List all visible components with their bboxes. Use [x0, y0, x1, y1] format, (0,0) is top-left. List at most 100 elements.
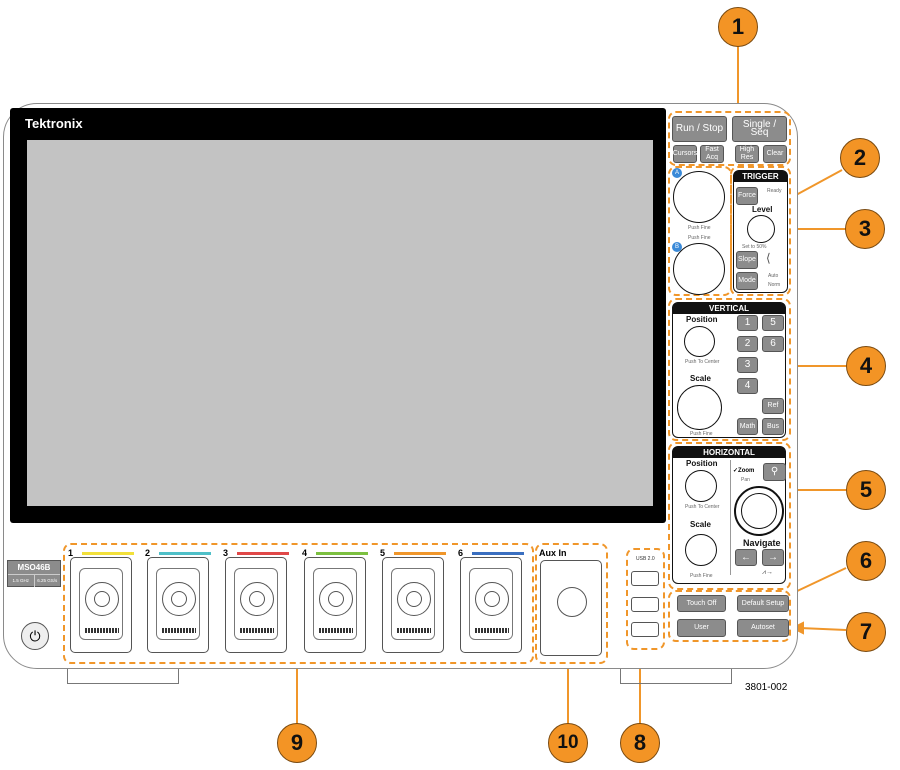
push-label: Push: [685, 359, 697, 365]
callout-6: 6: [846, 541, 886, 581]
horizontal-position-label: Position: [686, 459, 718, 468]
fine-label: Fine: [700, 225, 711, 231]
probe-contacts-icon: [397, 628, 431, 633]
trigger-mode-norm: Norm: [768, 282, 781, 288]
channel-6-input-connector[interactable]: [460, 557, 522, 653]
power-button[interactable]: ⏻: [21, 622, 49, 650]
bnc-connector-icon: [397, 582, 431, 616]
channel-2-input-connector[interactable]: [147, 557, 209, 653]
left-foot: [67, 667, 179, 684]
ref-button[interactable]: Ref: [762, 398, 784, 414]
vertical-position-knob[interactable]: [684, 326, 715, 357]
channel-4-button[interactable]: 4: [737, 378, 758, 394]
bandwidth-label: 1.5 GHz: [8, 575, 35, 587]
bnc-connector-icon: [85, 582, 119, 616]
channel-6-color-bar: [472, 552, 524, 555]
usb-port-2[interactable]: [631, 597, 659, 612]
channel-inputs-group: [63, 543, 534, 664]
channel-3-button[interactable]: 3: [737, 357, 758, 373]
bus-button[interactable]: Bus: [762, 418, 784, 435]
push-label: Push: [690, 431, 702, 437]
navigate-right-button[interactable]: →: [762, 549, 784, 566]
touchscreen-display[interactable]: [27, 140, 653, 506]
vertical-scale-label: Scale: [690, 374, 711, 383]
callout-1: 1: [718, 7, 758, 47]
power-icon: ⏻: [29, 627, 41, 644]
figure-id: 3801-002: [745, 682, 788, 693]
push-label: Push: [690, 573, 702, 579]
usb-port-3[interactable]: [631, 622, 659, 637]
usb-port-1[interactable]: [631, 571, 659, 586]
run-stop-button[interactable]: Run / Stop: [672, 116, 727, 142]
callout-2: 2: [840, 138, 880, 178]
channel-5-input-connector[interactable]: [382, 557, 444, 653]
arrow-right-icon: →: [768, 551, 778, 563]
multipurpose-knob-b[interactable]: [673, 243, 725, 295]
horizontal-position-knob[interactable]: [685, 470, 717, 502]
vertical-scale-knob[interactable]: [677, 385, 722, 430]
callout-5: 5: [846, 470, 886, 510]
probe-contacts-icon: [85, 628, 119, 633]
push-label: Push: [688, 225, 700, 231]
channel-1-input-connector[interactable]: [70, 557, 132, 653]
probe-contacts-icon: [475, 628, 509, 633]
trigger-ready-indicator: Ready: [767, 188, 782, 194]
channel-4-input-connector[interactable]: [304, 557, 366, 653]
callout-10: 10: [548, 723, 588, 763]
fine-label: Fine: [702, 573, 713, 579]
clear-button[interactable]: Clear: [763, 145, 787, 163]
magnifier-icon: ⚲: [770, 466, 779, 477]
fine-label: Fine: [700, 235, 711, 241]
slope-button[interactable]: Slope: [736, 251, 758, 269]
channel-1-button[interactable]: 1: [737, 315, 758, 331]
channel-1-label: 1: [68, 548, 74, 558]
horizontal-to-center-label: Push To Center: [685, 504, 719, 510]
channel-2-button[interactable]: 2: [737, 336, 758, 352]
navigate-left-button[interactable]: ←: [735, 549, 757, 566]
channel-5-button[interactable]: 5: [762, 315, 784, 331]
channel-5-color-bar: [394, 552, 446, 555]
zoom-label: Zoom: [738, 468, 755, 474]
probe-interface-outline: [234, 568, 278, 640]
knob-a-badge: A: [672, 168, 682, 178]
aux-in-label: Aux In: [539, 548, 567, 558]
trigger-set50-label: Set to 50%: [742, 244, 767, 250]
multipurpose-knob-a[interactable]: [673, 171, 725, 223]
slope-icon: ⟨: [766, 251, 771, 265]
autoset-button[interactable]: Autoset: [737, 619, 789, 637]
channel-3-color-bar: [237, 552, 289, 555]
probe-interface-outline: [469, 568, 513, 640]
channel-3-label: 3: [223, 548, 229, 558]
channel-3-input-connector[interactable]: [225, 557, 287, 653]
vertical-fine-label: Push Fine: [690, 431, 713, 437]
fast-acq-button[interactable]: Fast Acq: [700, 145, 724, 163]
arrow-left-icon: ←: [741, 551, 751, 563]
channel-6-button[interactable]: 6: [762, 336, 784, 352]
trigger-mode-auto: Auto: [768, 273, 779, 279]
default-setup-button[interactable]: Default Setup: [737, 595, 789, 612]
model-name: MSO46B: [17, 563, 51, 572]
model-badge: MSO46B 1.5 GHz 6.25 GS/s: [7, 560, 61, 587]
math-button[interactable]: Math: [737, 418, 758, 435]
horizontal-scale-knob[interactable]: [685, 534, 717, 566]
touch-off-button[interactable]: Touch Off: [677, 595, 726, 612]
aux-in-connector[interactable]: [540, 560, 602, 656]
high-res-button[interactable]: High Res: [735, 145, 759, 163]
probe-contacts-icon: [319, 628, 353, 633]
knob-a-push-fine: Push Fine: [688, 225, 711, 231]
callout-4: 4: [846, 346, 886, 386]
force-trigger-button[interactable]: Force: [736, 187, 758, 205]
navigate-knob-outer[interactable]: [734, 486, 784, 536]
trigger-level-knob[interactable]: [747, 215, 775, 243]
trigger-title: TRIGGER: [734, 171, 787, 182]
horizontal-scale-label: Scale: [690, 520, 711, 529]
vertical-title: VERTICAL: [673, 303, 785, 314]
single-seq-button[interactable]: Single / Seq: [732, 116, 787, 142]
user-button[interactable]: User: [677, 619, 726, 637]
cursors-button[interactable]: Cursors: [673, 145, 697, 163]
callout-9: 9: [277, 723, 317, 763]
callout-8: 8: [620, 723, 660, 763]
navigate-knob-inner[interactable]: [741, 493, 777, 529]
mode-button[interactable]: Mode: [736, 272, 758, 290]
zoom-button[interactable]: ⚲: [763, 463, 786, 481]
